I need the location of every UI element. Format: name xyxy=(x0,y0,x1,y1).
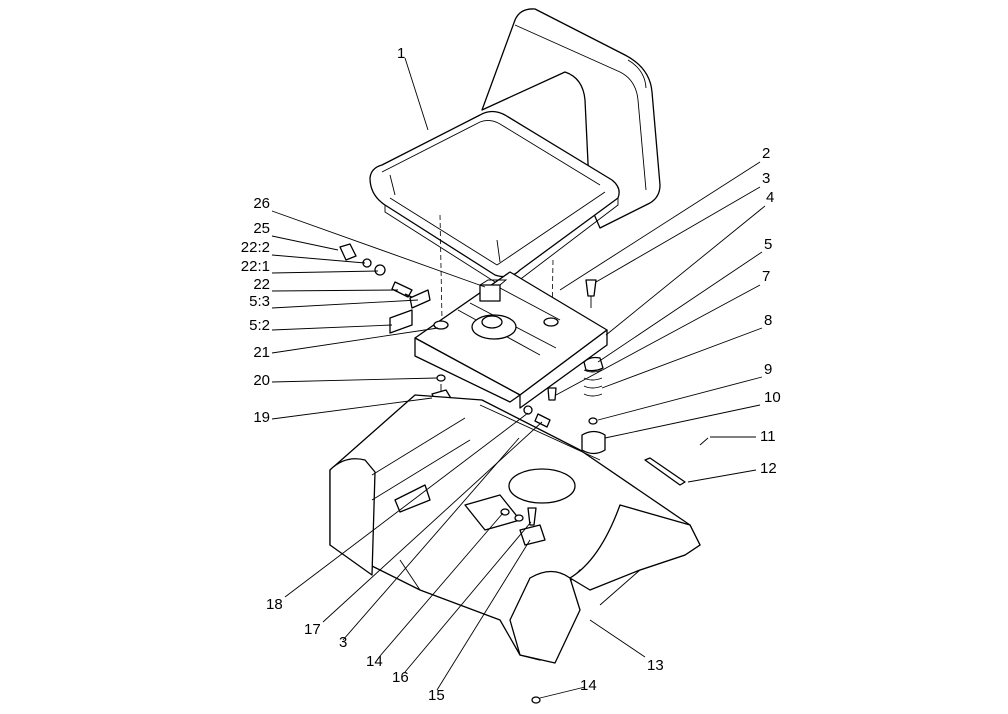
callout-15: 15 xyxy=(428,687,445,704)
callout-4: 4 xyxy=(766,189,774,206)
callout-25: 25 xyxy=(253,220,270,237)
callout-14-lower: 14 xyxy=(580,677,597,694)
callout-1: 1 xyxy=(397,45,405,62)
bolt xyxy=(523,405,551,428)
spring-assembly xyxy=(547,279,606,455)
latch-parts xyxy=(339,243,431,334)
callout-16: 16 xyxy=(392,669,409,686)
callout-11: 11 xyxy=(760,428,776,445)
callout-14-upper: 14 xyxy=(366,653,383,670)
callout-12: 12 xyxy=(760,460,777,477)
fender xyxy=(329,394,701,704)
seat-plate xyxy=(414,271,608,409)
seat xyxy=(369,8,661,284)
callout-3-lower: 3 xyxy=(339,634,347,651)
callout-20: 20 xyxy=(253,372,270,389)
callout-labels: 1 2 3 4 5 7 8 9 10 11 12 26 25 22:2 22:1… xyxy=(241,45,781,704)
callout-9: 9 xyxy=(764,361,772,378)
callout-13: 13 xyxy=(647,657,664,674)
leader-lines xyxy=(271,57,766,699)
callout-5: 5 xyxy=(764,236,772,253)
rod xyxy=(644,457,686,486)
callout-26: 26 xyxy=(253,195,270,212)
callout-19: 19 xyxy=(253,409,270,426)
callout-3-upper: 3 xyxy=(762,170,770,187)
callout-8: 8 xyxy=(764,312,772,329)
callout-22-1: 22:1 xyxy=(241,258,270,275)
callout-5-3: 5:3 xyxy=(249,293,270,310)
callout-22-2: 22:2 xyxy=(241,239,270,256)
callout-2: 2 xyxy=(762,145,770,162)
callout-5-2: 5:2 xyxy=(249,317,270,334)
callout-7: 7 xyxy=(762,268,770,285)
callout-22: 22 xyxy=(253,276,270,293)
callout-21: 21 xyxy=(253,344,270,361)
callout-10: 10 xyxy=(764,389,781,406)
callout-17: 17 xyxy=(304,621,321,638)
callout-18: 18 xyxy=(266,596,283,613)
